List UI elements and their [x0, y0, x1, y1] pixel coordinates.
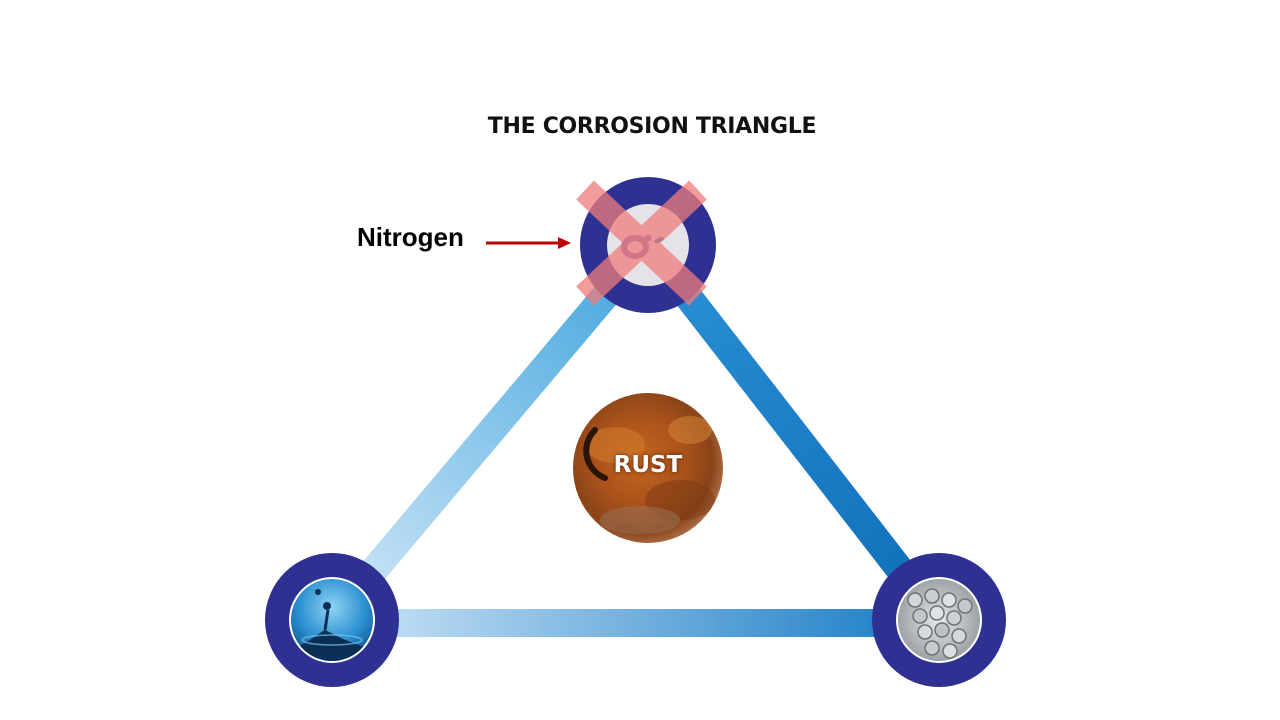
edge-left — [321, 235, 659, 630]
edge-right — [636, 236, 951, 629]
rust-label: RUST — [613, 452, 683, 478]
oxygen-node — [576, 177, 716, 313]
nitrogen-label: Nitrogen — [357, 222, 464, 252]
metal-rods-icon — [907, 588, 973, 659]
metal-node — [872, 553, 1006, 687]
diagram-title: THE CORROSION TRIANGLE — [487, 114, 817, 139]
cross-out-mark — [576, 180, 707, 306]
water-node — [265, 553, 399, 687]
nitrogen-arrow — [486, 237, 571, 249]
rust-image — [573, 393, 723, 543]
